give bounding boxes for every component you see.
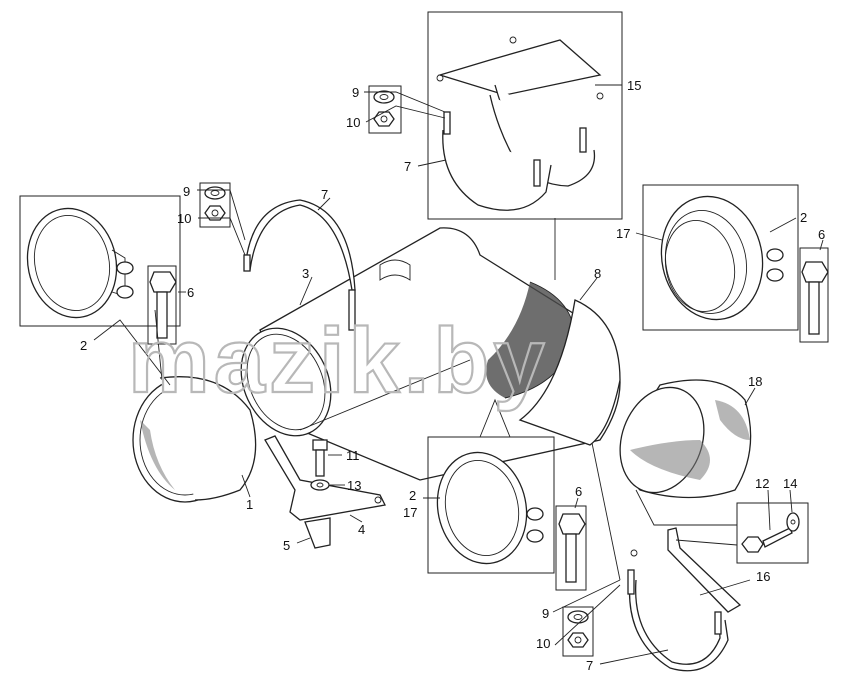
callout-6-left: 6 (187, 285, 194, 300)
washer-part-14 (786, 512, 800, 532)
box-clamp-bottom (427, 436, 555, 574)
callout-18: 18 (748, 374, 762, 389)
box-nut-top (368, 85, 402, 134)
callout-13: 13 (347, 478, 361, 493)
leader-lines (93, 84, 824, 665)
callout-7-bottom: 7 (586, 658, 593, 673)
callout-9-left: 9 (183, 184, 190, 199)
clamp-part-2-bottom (436, 451, 544, 565)
callout-9-top: 9 (352, 85, 359, 100)
bolt-part-11 (312, 439, 328, 477)
strap-clamp-part-15 (436, 36, 604, 211)
nut-part-10-left (204, 205, 226, 221)
callout-1: 1 (246, 497, 253, 512)
nut-part-10-top (373, 111, 395, 127)
callout-labels: 9 10 7 15 9 10 7 3 8 2 6 1 11 13 4 5 17 … (80, 78, 825, 673)
callout-2-left: 2 (80, 338, 87, 353)
strap-clamp-part-16 (627, 527, 742, 672)
callout-2-right: 2 (800, 210, 807, 225)
adapter-part-1 (132, 376, 257, 503)
callout-12: 12 (755, 476, 769, 491)
funnel-part-18 (619, 379, 752, 499)
box-strap-top (427, 11, 623, 220)
bolt-part-6-right (799, 247, 829, 343)
strap-clamp-part-7-mid (243, 199, 356, 331)
callout-15: 15 (627, 78, 641, 93)
elbow-pipe (518, 299, 621, 446)
callout-6-bottom: 6 (575, 484, 582, 499)
box-bolt-12 (736, 502, 809, 564)
callout-4: 4 (358, 522, 365, 537)
callout-9-bottom: 9 (542, 606, 549, 621)
callout-3: 3 (302, 266, 309, 281)
callout-6-right: 6 (818, 227, 825, 242)
box-clamp-right (642, 184, 799, 331)
callout-10-left: 10 (177, 211, 191, 226)
nut-part-10-bottom (567, 632, 589, 648)
bolt-part-6-bottom (555, 505, 587, 591)
washer-part-9-top (373, 90, 395, 104)
washer-part-9-bottom (567, 610, 589, 624)
callout-14: 14 (783, 476, 797, 491)
box-clamp-left (19, 195, 181, 327)
callout-17-bottom: 17 (403, 505, 417, 520)
callout-17-right: 17 (616, 226, 630, 241)
callout-16: 16 (756, 569, 770, 584)
clamp-part-2-right (660, 195, 784, 321)
callout-5: 5 (283, 538, 290, 553)
callout-2-bottom: 2 (409, 488, 416, 503)
bolt-part-12 (741, 527, 793, 553)
callout-10-top: 10 (346, 115, 360, 130)
bracket-part-5 (304, 517, 331, 549)
box-nut-left (199, 182, 231, 228)
washer-part-13 (310, 479, 330, 491)
bracket-part-4 (264, 435, 386, 521)
bolt-part-6-left (147, 265, 177, 345)
watermark: mazik.by (128, 310, 549, 412)
box-nut-bottom (562, 606, 594, 657)
washer-part-9-left (204, 186, 226, 200)
callout-8: 8 (594, 266, 601, 281)
callout-10-bottom: 10 (536, 636, 550, 651)
callout-7-top: 7 (404, 159, 411, 174)
callout-7-mid: 7 (321, 187, 328, 202)
callout-11: 11 (346, 448, 360, 463)
clamp-part-2-left (26, 207, 134, 319)
